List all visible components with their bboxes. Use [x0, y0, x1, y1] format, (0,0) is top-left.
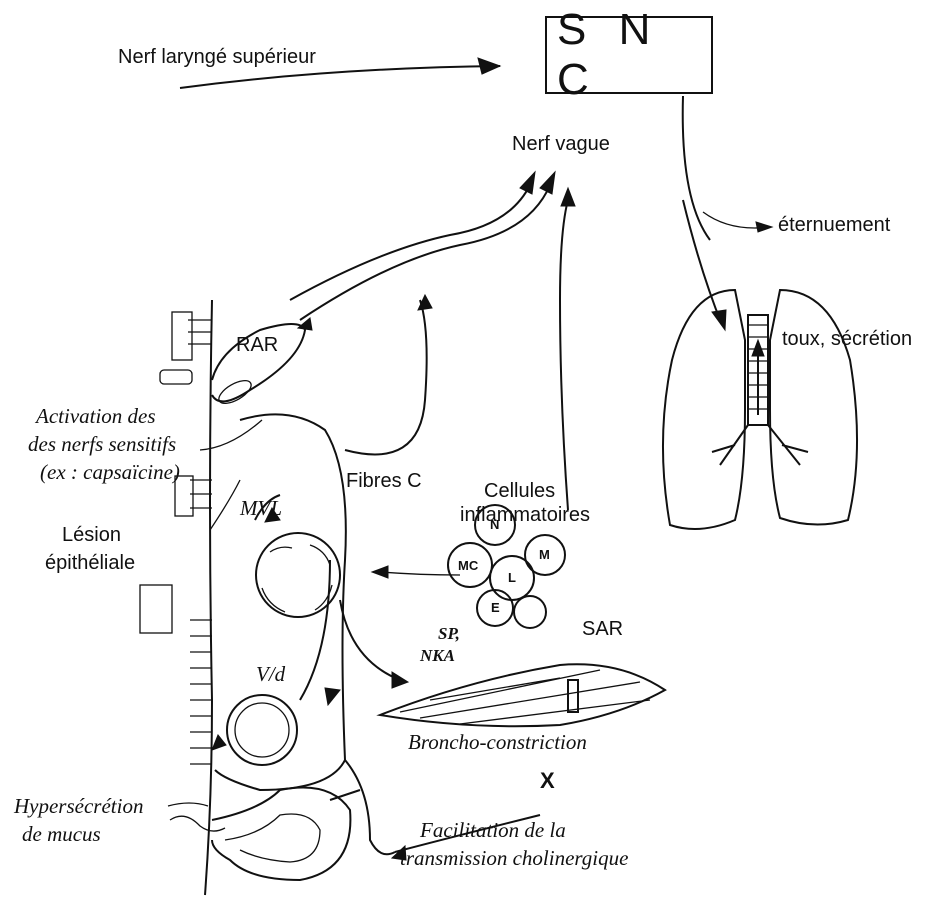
- arrow-to-lungs: [683, 200, 722, 325]
- bronchi: [712, 425, 808, 465]
- mvl-vessel: [256, 533, 340, 617]
- cell-label-MC: MC: [458, 558, 478, 573]
- snc-box: S N C: [545, 16, 713, 94]
- label-toux: toux, sécrétion: [782, 328, 912, 351]
- vagus-fiber-3: [560, 200, 568, 510]
- arrowhead-nerf-larynge: [478, 58, 500, 74]
- label-sar: SAR: [582, 618, 623, 641]
- epithelial-cell-4: [160, 370, 192, 384]
- label-activation-3: (ex : capsaïcine): [40, 460, 180, 484]
- label-sp: SP,: [438, 624, 460, 644]
- gland-inner: [225, 814, 320, 862]
- label-cellules-1: Cellules: [484, 480, 555, 503]
- epithelial-cell-3: [140, 585, 172, 633]
- arrowhead-gland: [212, 735, 226, 750]
- vd-vessel-inner: [235, 703, 289, 757]
- vagus-loop: [345, 300, 427, 454]
- smooth-muscle-fibers: [400, 670, 650, 724]
- label-x: X: [540, 768, 555, 793]
- label-eternuement: éternuement: [778, 214, 890, 237]
- label-activation-2: des nerfs sensitifs: [28, 432, 176, 456]
- leader-lesion: [210, 480, 240, 530]
- vd-vessel: [227, 695, 297, 765]
- arrowhead-cells-mvl: [372, 566, 388, 578]
- lung-left: [663, 290, 745, 529]
- lung-right: [770, 290, 857, 525]
- arrowhead-vagus-1: [520, 172, 535, 194]
- arrow-nerf-larynge: [180, 66, 500, 88]
- arrowhead-vd: [325, 688, 340, 705]
- submucosal-gland: [212, 788, 350, 881]
- label-vd: V/d: [256, 662, 285, 686]
- label-lesion-2: épithéliale: [45, 552, 135, 575]
- epithelial-cell-1: [172, 312, 192, 360]
- cholinergic-branch: [345, 760, 395, 854]
- cell-label-E: E: [491, 600, 500, 615]
- label-hyper-2: de mucus: [22, 822, 101, 846]
- arrow-fibre-to-muscle: [340, 600, 400, 680]
- vagus-fiber-1: [290, 185, 530, 300]
- arrow-cells-to-mvl: [380, 572, 460, 575]
- arrowhead-vagus-2: [540, 172, 555, 194]
- label-rar: RAR: [236, 334, 278, 357]
- arrowhead-vagus-3: [561, 188, 575, 206]
- snc-label: S N C: [547, 5, 711, 105]
- label-nerf-vague: Nerf vague: [512, 133, 610, 156]
- leader-hyper: [168, 803, 208, 806]
- label-nka: NKA: [420, 646, 455, 666]
- label-facil-2: transmission cholinergique: [400, 846, 628, 870]
- mvl-segments: [262, 545, 332, 612]
- label-broncho: Broncho-constriction: [408, 730, 587, 754]
- sar-receptor: [568, 680, 578, 712]
- cell-label-M: M: [539, 547, 550, 562]
- label-activation-1: Activation des: [36, 404, 156, 428]
- c-fibre-branch-vd: [300, 560, 330, 700]
- arrowhead-muscle: [392, 672, 408, 688]
- label-hyper-1: Hypersécrétion: [14, 794, 143, 818]
- label-cellules-2: inflammatoires: [460, 504, 590, 527]
- label-lesion-1: Lésion: [62, 524, 121, 547]
- cell-label-L: L: [508, 570, 516, 585]
- label-facil-1: Facilitation de la: [420, 818, 566, 842]
- cell-extra-1: [514, 596, 546, 628]
- label-nerf-larynge: Nerf laryngé supérieur: [118, 46, 316, 69]
- label-mvl: MVL: [240, 496, 282, 520]
- arrowhead-trachea: [752, 340, 764, 356]
- arrowhead-eternuement: [756, 222, 772, 232]
- arrowhead-lungs: [712, 310, 726, 330]
- cilia: [188, 320, 212, 764]
- label-fibres-c: Fibres C: [346, 470, 422, 493]
- cell-label-N: N: [490, 517, 499, 532]
